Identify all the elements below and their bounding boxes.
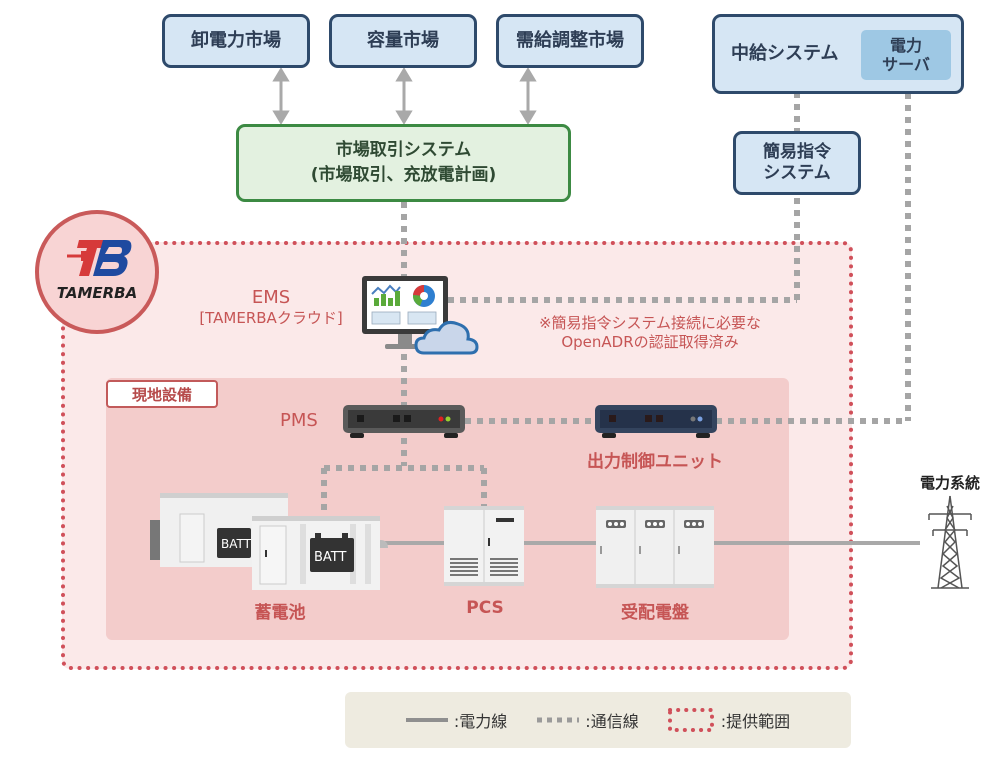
market-capacity-label: 容量市場 xyxy=(367,29,439,51)
battery-container-icon: BATT BATT xyxy=(150,493,388,590)
legend-scope-label: :提供範囲 xyxy=(720,712,791,731)
legend-power-line: :電力線 xyxy=(405,708,508,732)
chukyu-system-label: 中給システム xyxy=(731,42,839,64)
legend-power-line-label: :電力線 xyxy=(453,712,508,731)
onsite-equipment-tag: 現地設備 xyxy=(106,380,218,408)
pcs-label: PCS xyxy=(466,598,504,618)
power-line-swatch xyxy=(405,718,448,722)
switchboard-label: 受配電盤 xyxy=(621,603,689,623)
grid-label: 電力系統 xyxy=(919,474,980,492)
simple-command-line1: 簡易指令 xyxy=(763,141,831,162)
scope-border xyxy=(61,241,853,670)
pms-device-icon xyxy=(343,405,465,438)
comm-line-swatch xyxy=(537,717,580,723)
market-trading-line2: (市場取引、充放電計画) xyxy=(310,165,497,185)
market-balancing: 需給調整市場 xyxy=(496,14,644,68)
power-server: 電力 サーバ xyxy=(861,30,951,80)
comm-lines xyxy=(321,93,911,512)
legend: :電力線 :通信線 :提供範囲 xyxy=(345,692,851,748)
chukyu-system: 中給システム 電力 サーバ xyxy=(712,14,964,94)
ems-subtitle: [TAMERBAクラウド] xyxy=(199,309,343,328)
legend-comm-line: :通信線 xyxy=(535,708,639,732)
ems-title: EMS xyxy=(251,287,291,308)
ems-label: EMS [TAMERBAクラウド] xyxy=(176,286,366,329)
onsite-equipment-tag-label: 現地設備 xyxy=(131,385,192,404)
pms-label: PMS xyxy=(280,410,318,431)
battery-front-badge: BATT xyxy=(314,550,347,565)
market-wholesale: 卸電力市場 xyxy=(162,14,310,68)
market-capacity: 容量市場 xyxy=(329,14,477,68)
market-trading-system: 市場取引システム (市場取引、充放電計画) xyxy=(236,124,571,202)
tamerba-logo-text: TAMERBA xyxy=(56,284,138,302)
output-control-device-icon xyxy=(595,405,717,438)
power-server-line2: サーバ xyxy=(882,55,930,74)
market-arrows xyxy=(272,67,537,125)
openadr-note-line2: OpenADRの認証取得済み xyxy=(561,332,739,351)
openadr-note: ※簡易指令システム接続に必要な OpenADRの認証取得済み xyxy=(500,314,800,352)
simple-command-line2: システム xyxy=(763,163,831,183)
transmission-tower-icon xyxy=(928,495,972,589)
market-wholesale-label: 卸電力市場 xyxy=(191,29,281,51)
battery-label: 蓄電池 xyxy=(254,603,306,623)
switchboard-cabinet-icon xyxy=(596,506,714,588)
ems-monitor-icon xyxy=(362,276,479,355)
market-trading-line1: 市場取引システム xyxy=(335,140,472,161)
openadr-note-line1: ※簡易指令システム接続に必要な xyxy=(538,314,762,332)
battery-back-badge: BATT xyxy=(221,537,252,551)
pcs-cabinet-icon xyxy=(444,506,524,586)
tamerba-logo: TAMERBA xyxy=(35,210,159,334)
tamerba-mark-icon xyxy=(67,240,132,276)
market-balancing-label: 需給調整市場 xyxy=(516,29,624,51)
simple-command-system: 簡易指令 システム xyxy=(733,131,861,195)
legend-scope: :提供範囲 xyxy=(667,707,790,733)
legend-comm-line-label: :通信線 xyxy=(585,712,639,731)
scope-swatch xyxy=(667,708,714,732)
power-server-line1: 電力 xyxy=(889,35,922,55)
output-control-label: 出力制御ユニット xyxy=(587,452,723,472)
